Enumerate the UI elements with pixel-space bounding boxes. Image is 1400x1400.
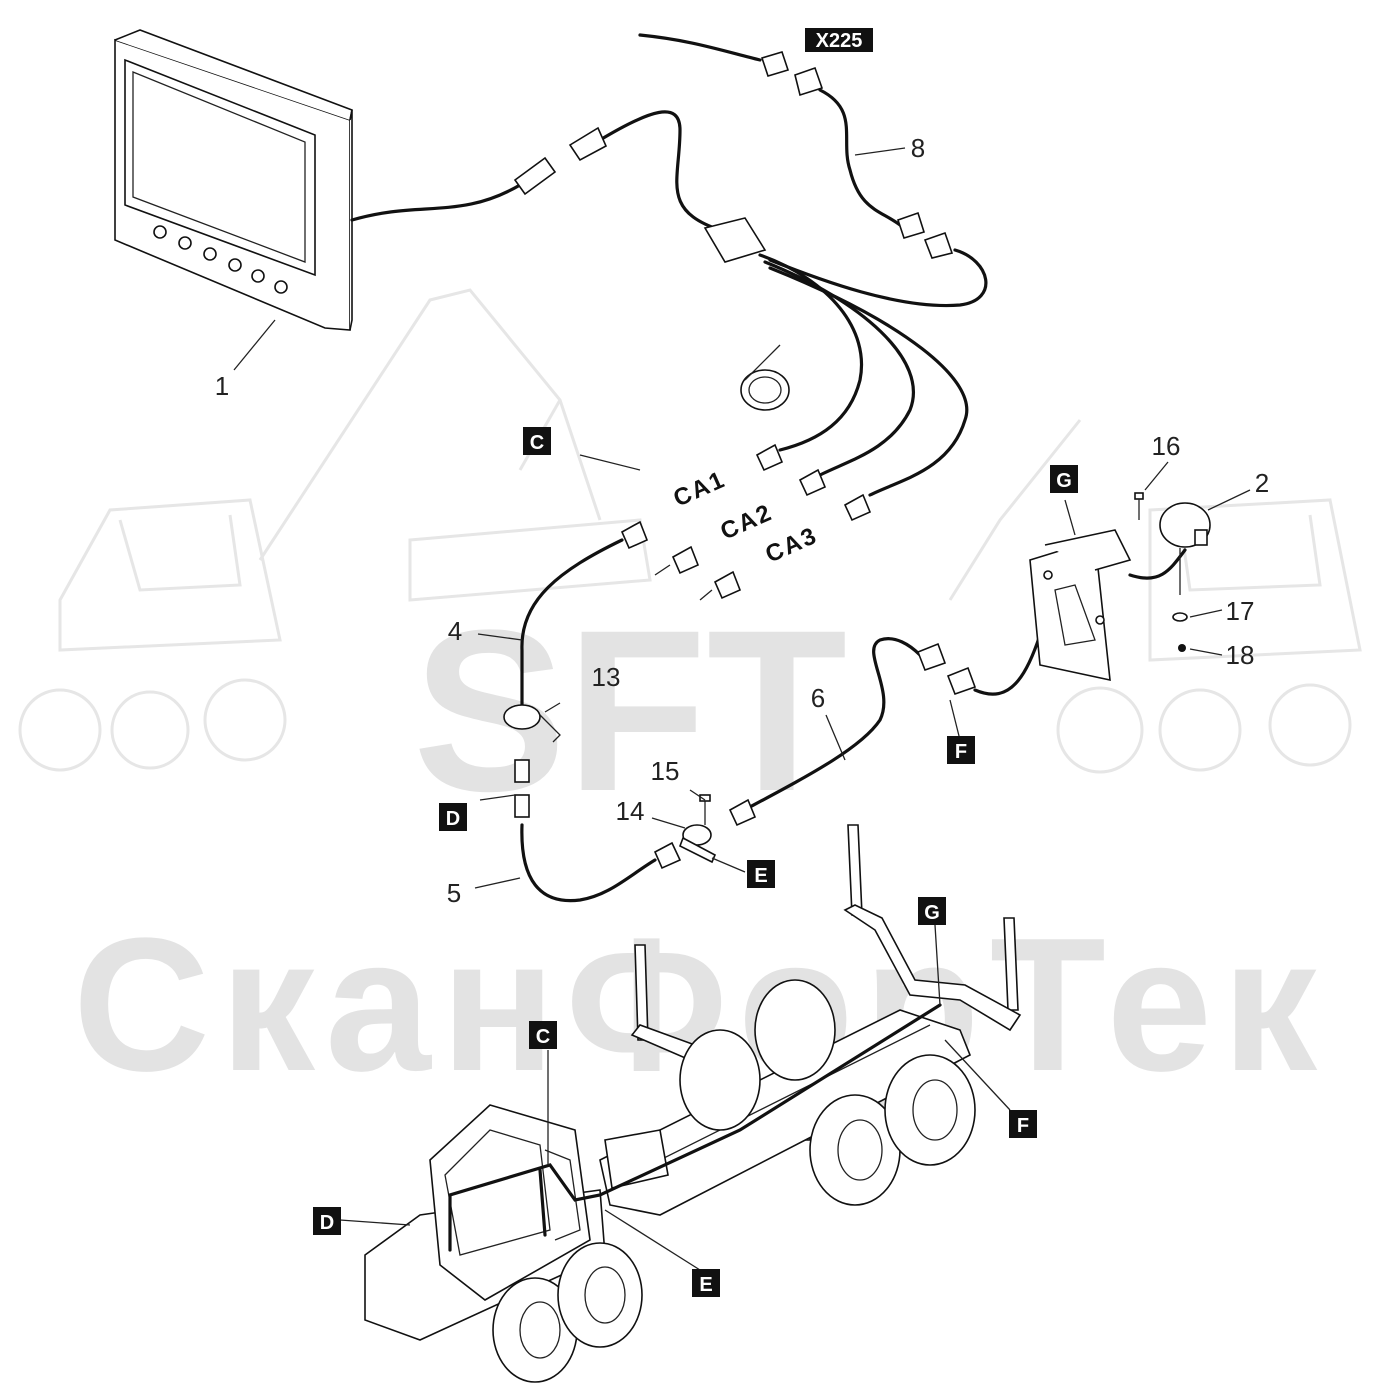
tag-c-machine: C <box>529 1021 557 1049</box>
camera-2 <box>1128 502 1211 595</box>
tag-g-top: G <box>1050 465 1078 493</box>
tag-d-top: D <box>439 803 467 831</box>
connector-d <box>514 759 530 818</box>
leader-lines <box>233 147 1251 1271</box>
part-label-5: 5 <box>447 878 461 908</box>
svg-text:E: E <box>754 865 767 887</box>
camera-connectors <box>620 443 872 601</box>
part-label-18: 18 <box>1226 640 1255 670</box>
forwarder-machine <box>364 824 1022 1383</box>
svg-text:F: F <box>955 741 967 763</box>
cable-6 <box>733 637 922 817</box>
watermark-logo: SFT <box>413 582 847 839</box>
svg-text:C: C <box>530 432 544 454</box>
tag-e-machine: E <box>692 1269 720 1297</box>
svg-text:G: G <box>924 902 940 924</box>
svg-text:D: D <box>320 1212 334 1234</box>
watermark: SFT СканФорТек <box>18 288 1362 1111</box>
part-label-1: 1 <box>215 371 229 401</box>
part-label-14: 14 <box>616 796 645 826</box>
part-number-labels: 1 2 4 5 6 8 13 14 15 16 17 18 <box>215 133 1269 908</box>
monitor-display <box>114 29 353 331</box>
tag-e-top: E <box>747 860 775 888</box>
part-label-16: 16 <box>1152 431 1181 461</box>
cable-label-ca2: CA2 <box>716 499 776 546</box>
part-label-17: 17 <box>1226 596 1255 626</box>
part-label-4: 4 <box>448 616 462 646</box>
svg-text:D: D <box>446 808 460 830</box>
tag-d-machine: D <box>313 1207 341 1235</box>
watermark-machine-right <box>948 419 1362 774</box>
hardware <box>1134 492 1188 652</box>
cable-tie <box>740 344 790 411</box>
part-label-8: 8 <box>911 133 925 163</box>
tag-c-top: C <box>523 427 551 455</box>
callout-tags: C D E F G G C D <box>313 427 1078 1297</box>
tag-f-machine: F <box>1009 1110 1037 1138</box>
clamp-14 <box>678 794 717 864</box>
cable-label-ca3: CA3 <box>761 522 821 569</box>
tag-g-machine: G <box>918 897 946 925</box>
cable-label-ca1: CA1 <box>669 466 729 513</box>
svg-text:G: G <box>1056 470 1072 492</box>
cable-5 <box>520 823 657 903</box>
watermark-machine-left <box>18 288 652 772</box>
x225-label: X225 <box>816 30 863 52</box>
part-label-2: 2 <box>1255 468 1269 498</box>
harness-splitter <box>703 217 767 263</box>
part-label-6: 6 <box>811 683 825 713</box>
svg-text:F: F <box>1017 1115 1029 1137</box>
part-label-15: 15 <box>651 756 680 786</box>
cable-4 <box>520 538 624 707</box>
camera-bracket <box>1029 529 1132 682</box>
harness-connectors <box>513 51 954 263</box>
svg-text:C: C <box>536 1026 550 1048</box>
x225-tag: X225 <box>805 28 873 52</box>
grommet-13 <box>503 704 561 743</box>
part-label-13: 13 <box>592 662 621 692</box>
svg-text:E: E <box>699 1274 712 1296</box>
tag-f-top: F <box>947 736 975 764</box>
harness <box>350 33 988 497</box>
